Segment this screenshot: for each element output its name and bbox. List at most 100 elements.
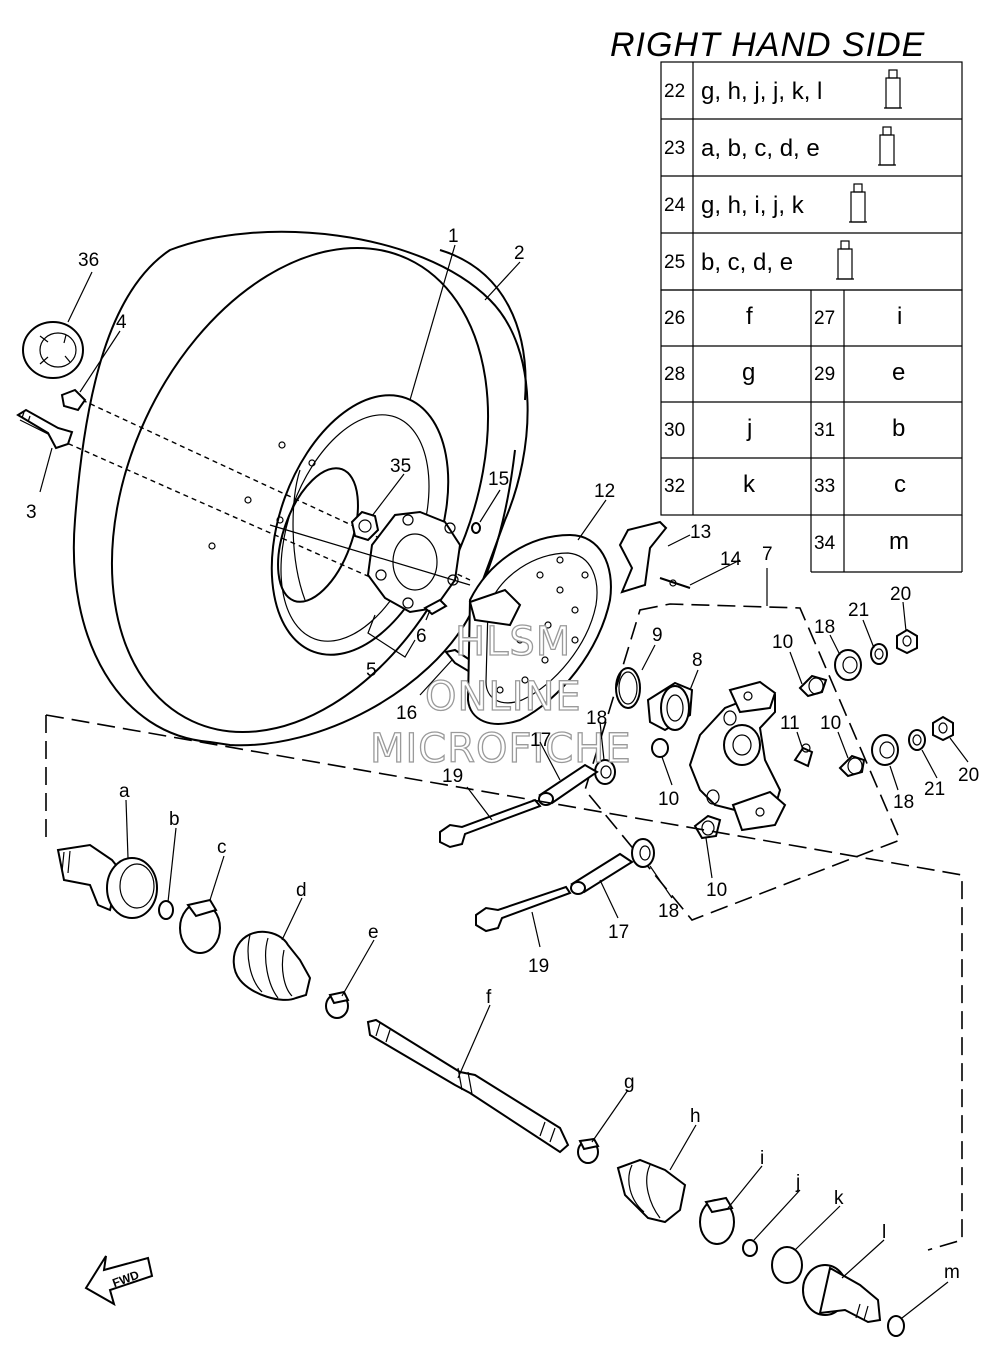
callout-label: h [690,1106,701,1127]
callout-label: 10 [820,713,841,734]
cotter-pin-part[interactable] [659,577,691,589]
callout-label: 20 [958,765,979,786]
boot-band-part[interactable] [577,1137,600,1164]
boot-band-part[interactable] [179,898,221,954]
lube-ref: 23 [664,138,685,159]
brake-disc-part[interactable] [466,533,612,725]
callout-label: j [795,1172,800,1193]
kit-part: j [746,415,752,442]
callout-label: 18 [586,708,607,729]
kit-part: m [889,528,909,555]
callout-label: 9 [652,625,663,646]
callout-label: 19 [442,766,463,787]
washer-part[interactable] [471,522,481,534]
washer-part[interactable] [908,729,926,751]
wheel-hub-part[interactable] [269,510,471,614]
kit-ref: 29 [814,364,835,385]
circlip-part[interactable] [615,667,641,709]
callout-label: 21 [924,779,945,800]
callout-label: 1 [448,226,459,247]
callout-label: 18 [658,901,679,922]
watermark-text: MICROFICHE [370,726,632,772]
callout-label: a [119,781,130,802]
page-title: RIGHT HAND SIDE [610,26,926,64]
seal-part[interactable] [594,759,616,785]
seal-part[interactable] [834,649,862,681]
circlip-part[interactable] [887,1315,905,1337]
nut-part[interactable] [932,715,954,742]
seal-part[interactable] [631,838,655,868]
callout-label: 10 [658,789,679,810]
callout-label: f [486,987,492,1008]
grease-tube-icon [849,183,867,223]
valve-stem-part[interactable] [16,408,74,450]
kit-ref: 30 [664,420,685,441]
kit-part: e [892,359,905,386]
callout-label: m [944,1262,960,1283]
cv-boot-part[interactable] [616,1158,687,1224]
kit-ref: 26 [664,308,685,329]
watermark-text: HLSM [455,619,571,665]
knuckle-part[interactable] [688,680,787,832]
lube-table: 22 g, h, j, j, k, l 23 a, b, c, d, e 24 … [660,61,963,573]
grease-nipple-part[interactable] [793,743,814,768]
callout-label: 4 [116,312,127,333]
callout-label: 2 [514,243,525,264]
nut-part[interactable] [896,628,918,655]
drive-shaft-part[interactable] [366,1018,570,1154]
kit-part: b [892,415,905,442]
bushing-part[interactable] [838,754,866,778]
collar-part[interactable] [538,763,599,806]
watermark-text: ONLINE [425,674,582,720]
callout-label: l [882,1222,886,1243]
lube-ref: 24 [664,195,686,216]
bracket-part[interactable] [618,520,668,594]
o-ring-part[interactable] [771,1246,803,1284]
callout-label: g [624,1072,635,1093]
bearing-part[interactable] [646,681,694,732]
callout-label: 15 [488,469,509,490]
kit-ref: 27 [814,308,835,329]
circlip-part[interactable] [158,900,174,920]
boot-band-part[interactable] [699,1196,735,1245]
nut-part[interactable] [350,510,380,542]
callout-label: 5 [366,660,377,681]
boot-band-part[interactable] [325,990,350,1019]
cv-boot-part[interactable] [232,930,312,1001]
bolt-part[interactable] [439,798,542,849]
circlip-part[interactable] [742,1239,758,1257]
callout-label: 17 [530,730,551,751]
assembly-boundary [584,603,902,921]
kit-part: k [743,471,756,498]
grease-tube-icon [836,240,854,280]
callout-label: 10 [772,632,793,653]
kit-ref: 32 [664,476,685,497]
bushing-part[interactable] [651,738,669,758]
callout-label: 18 [814,617,835,638]
valve-guard-part[interactable] [22,321,84,379]
callout-label: 19 [528,956,549,977]
callout-label: 6 [416,626,427,647]
kit-ref: 31 [814,420,835,441]
valve-cap-part[interactable] [60,388,87,412]
callout-label: b [169,809,180,830]
cv-joint-outer-part[interactable] [56,843,158,919]
grease-tube-icon [878,126,896,166]
collar-part[interactable] [570,852,634,895]
seal-part[interactable] [871,734,899,766]
bushing-part[interactable] [693,814,722,840]
kit-ref: 33 [814,476,835,497]
callout-label: k [834,1188,844,1209]
washer-part[interactable] [870,643,888,665]
bolt-part[interactable] [475,885,572,933]
kit-ref: 28 [664,364,685,385]
lube-parts: g, h, i, j, k [701,192,805,219]
callout-label: 16 [396,703,417,724]
grease-tube-icon [884,69,902,109]
bushing-part[interactable] [798,674,828,698]
lube-ref: 25 [664,252,685,273]
lube-parts: g, h, j, j, k, l [701,78,822,105]
callout-label: 17 [608,922,629,943]
cv-joint-inner-part[interactable] [802,1264,882,1324]
